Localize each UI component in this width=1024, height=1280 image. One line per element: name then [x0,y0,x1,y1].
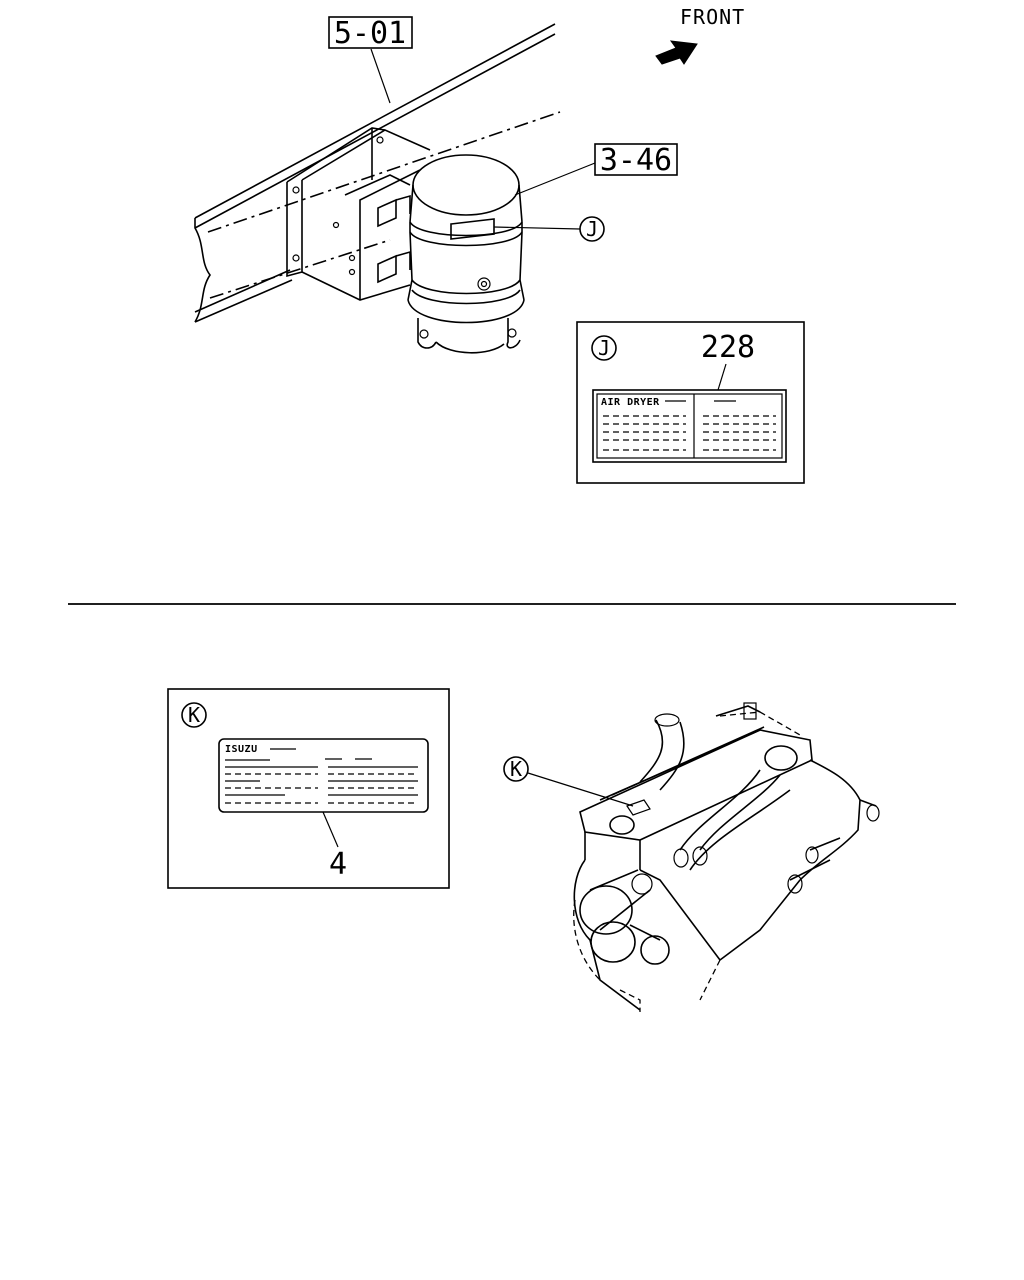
callout-k-letter: K [510,757,522,781]
detail-k-marker: K [188,703,200,727]
callout-j[interactable]: J [493,216,605,242]
ref-5-01-label: 5-01 [334,16,406,51]
air-dryer-label-heading: AIR DRYER [601,397,660,408]
ref-3-46-label: 3-46 [600,143,672,178]
ref-5-01-callout[interactable]: 5-01 [328,16,413,104]
ref-3-46-callout[interactable]: 3-46 [514,143,678,196]
front-label: FRONT [680,5,745,29]
front-arrow-icon [655,40,698,65]
detail-j-marker: J [598,336,610,360]
isuzu-label-text-lines [225,759,418,804]
frame-rail-drawing [194,23,561,323]
callout-j-letter: J [586,217,598,241]
engine-drawing [573,702,880,1012]
detail-j-box: J 228 AIR DRYER [576,321,805,484]
air-dryer-drawing [407,154,525,354]
air-dryer-label-text-lines [603,415,776,451]
detail-k-box: K ISUZU 4 [167,688,450,889]
part-number-4: 4 [329,847,347,882]
part-number-228: 228 [701,330,755,365]
front-direction-indicator: FRONT [655,5,745,65]
callout-k[interactable]: K [503,756,634,807]
isuzu-label-heading: ISUZU [225,744,258,755]
